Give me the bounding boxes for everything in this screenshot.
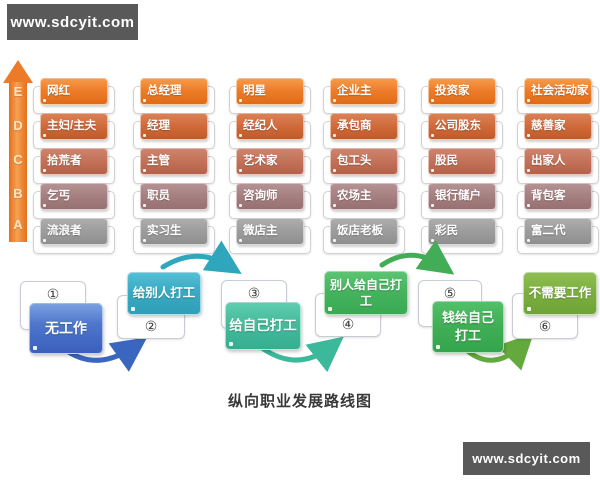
job-cell: 包工头 — [323, 148, 412, 184]
job-cell: 承包商 — [323, 113, 412, 149]
arrow-4-to-5 — [379, 240, 455, 275]
job-cell: 艺术家 — [229, 148, 318, 184]
job-box: 包工头 — [330, 148, 398, 175]
job-box: 流浪者 — [40, 218, 108, 245]
job-box: 网红 — [40, 78, 108, 105]
job-cell: 咨询师 — [229, 183, 318, 219]
step-number: ② — [144, 318, 158, 334]
level-label-b: B — [13, 186, 23, 201]
level-label-e: E — [13, 84, 23, 99]
step-number: ③ — [247, 285, 261, 301]
job-cell: 农场主 — [323, 183, 412, 219]
job-box: 咨询师 — [236, 183, 304, 210]
job-cell: 网红 — [33, 78, 122, 114]
job-cell: 银行储户 — [421, 183, 510, 219]
job-cell: 职员 — [133, 183, 222, 219]
job-cell: 流浪者 — [33, 218, 122, 254]
job-column-6: 社会活动家 慈善家 出家人 背包客 富二代 — [517, 78, 600, 254]
job-cell: 投资家 — [421, 78, 510, 114]
arrow-2-to-3 — [160, 240, 242, 274]
job-column-4: 企业主 承包商 包工头 农场主 饭店老板 — [323, 78, 412, 254]
job-cell: 背包客 — [517, 183, 600, 219]
job-box: 公司股东 — [428, 113, 496, 140]
job-cell: 主管 — [133, 148, 222, 184]
flow-box: 不需要工作 — [523, 272, 597, 315]
job-box: 投资家 — [428, 78, 496, 105]
job-cell: 饭店老板 — [323, 218, 412, 254]
job-cell: 拾荒者 — [33, 148, 122, 184]
job-box: 实习生 — [140, 218, 208, 245]
job-cell: 实习生 — [133, 218, 222, 254]
job-box: 慈善家 — [524, 113, 592, 140]
job-box: 拾荒者 — [40, 148, 108, 175]
job-cell: 明星 — [229, 78, 318, 114]
job-cell: 股民 — [421, 148, 510, 184]
job-box: 职员 — [140, 183, 208, 210]
job-box: 饭店老板 — [330, 218, 398, 245]
level-label-d: D — [13, 118, 23, 133]
job-cell: 企业主 — [323, 78, 412, 114]
job-box: 背包客 — [524, 183, 592, 210]
job-box: 彩民 — [428, 218, 496, 245]
job-box: 股民 — [428, 148, 496, 175]
job-cell: 乞丐 — [33, 183, 122, 219]
watermark-top-left: www.sdcyit.com — [7, 4, 138, 40]
job-cell: 经纪人 — [229, 113, 318, 149]
job-column-5: 投资家 公司股东 股民 银行储户 彩民 — [421, 78, 510, 254]
flow-box: 钱给自己打工 — [432, 301, 504, 353]
job-box: 银行储户 — [428, 183, 496, 210]
job-box: 主管 — [140, 148, 208, 175]
job-cell: 总经理 — [133, 78, 222, 114]
flow-box: 别人给自己打工 — [324, 271, 408, 315]
job-column-3: 明星 经纪人 艺术家 咨询师 微店主 — [229, 78, 318, 254]
step-number: ④ — [341, 316, 355, 332]
level-up-arrow-body — [9, 82, 27, 242]
job-box: 明星 — [236, 78, 304, 105]
job-cell: 主妇/主夫 — [33, 113, 122, 149]
job-box: 微店主 — [236, 218, 304, 245]
job-box: 富二代 — [524, 218, 592, 245]
job-box: 社会活动家 — [524, 78, 592, 105]
flow-box: 给自己打工 — [225, 302, 301, 350]
watermark-bottom-right: www.sdcyit.com — [463, 442, 590, 475]
job-cell: 经理 — [133, 113, 222, 149]
diagram-title: 纵向职业发展路线图 — [227, 393, 372, 410]
job-cell: 彩民 — [421, 218, 510, 254]
job-cell: 出家人 — [517, 148, 600, 184]
flow-box: 无工作 — [29, 303, 103, 354]
level-label-c: C — [13, 152, 23, 167]
step-number: ⑥ — [538, 318, 552, 334]
job-box: 艺术家 — [236, 148, 304, 175]
level-label-a: A — [13, 217, 23, 232]
job-box: 出家人 — [524, 148, 592, 175]
job-box: 总经理 — [140, 78, 208, 105]
job-column-2: 总经理 经理 主管 职员 实习生 — [133, 78, 222, 254]
step-number: ⑤ — [443, 285, 457, 301]
job-box: 经纪人 — [236, 113, 304, 140]
job-box: 承包商 — [330, 113, 398, 140]
job-cell: 社会活动家 — [517, 78, 600, 114]
job-box: 乞丐 — [40, 183, 108, 210]
job-cell: 公司股东 — [421, 113, 510, 149]
job-cell: 富二代 — [517, 218, 600, 254]
step-number: ① — [46, 286, 60, 302]
job-box: 主妇/主夫 — [40, 113, 108, 140]
job-box: 农场主 — [330, 183, 398, 210]
flow-box: 给别人打工 — [127, 272, 201, 315]
level-up-arrow-head — [3, 60, 33, 83]
job-cell: 微店主 — [229, 218, 318, 254]
job-column-1: 网红 主妇/主夫 拾荒者 乞丐 流浪者 — [33, 78, 122, 254]
job-cell: 慈善家 — [517, 113, 600, 149]
job-box: 经理 — [140, 113, 208, 140]
job-box: 企业主 — [330, 78, 398, 105]
